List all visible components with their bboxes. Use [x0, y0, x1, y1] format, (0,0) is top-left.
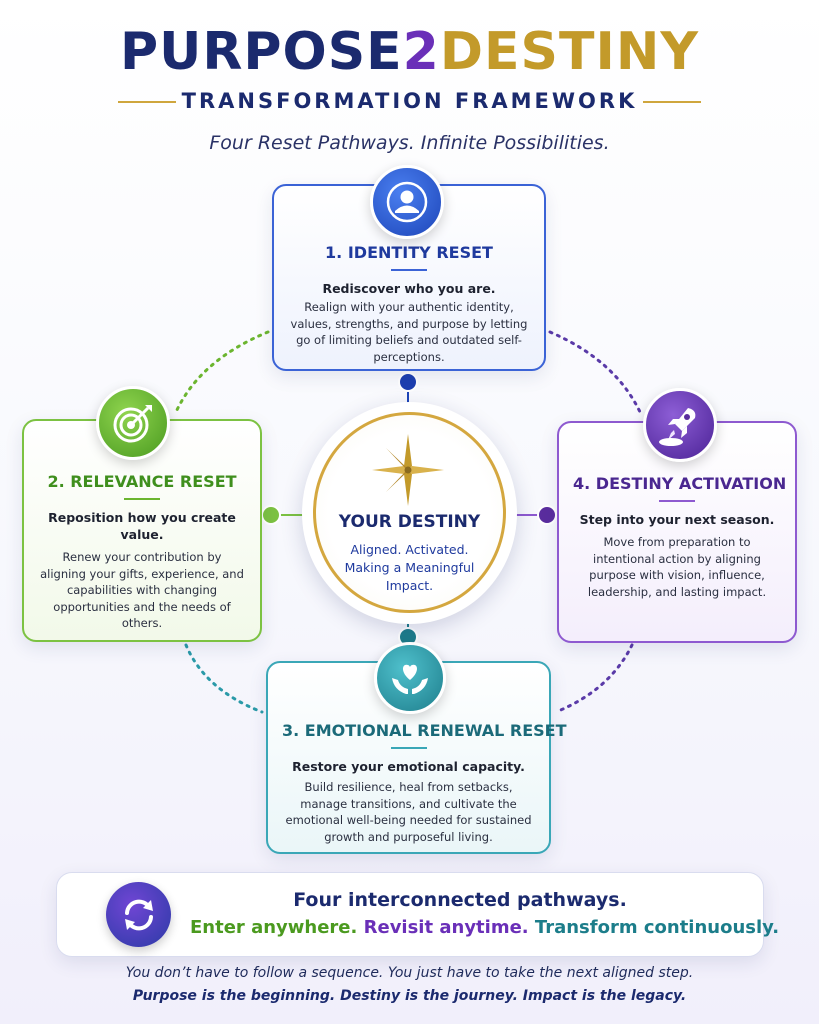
page-tagline: Four Reset Pathways. Infinite Possibilit…	[209, 132, 610, 154]
footer-line-2: Purpose is the beginning. Destiny is the…	[132, 988, 687, 1004]
card-lead: Rediscover who you are.	[322, 281, 496, 296]
banner-phrase-enter: Enter anywhere.	[190, 917, 358, 938]
compass-star-icon	[372, 434, 444, 506]
card-rule	[390, 747, 427, 749]
divider-left	[118, 101, 176, 103]
arc-relevance-to-emotional	[184, 643, 264, 714]
banner-phrases: Enter anywhere. Revisit anytime. Transfo…	[190, 917, 779, 938]
divider-right	[643, 101, 701, 103]
node-top	[398, 372, 418, 392]
card-rule	[124, 498, 160, 500]
heart-hands-icon	[374, 642, 446, 714]
title-purpose: PURPOSE	[120, 22, 403, 82]
node-left	[261, 505, 281, 525]
banner-phrase-transform: Transform continuously.	[534, 917, 780, 938]
footer-line-1: You don’t have to follow a sequence. You…	[125, 965, 694, 981]
target-icon	[96, 386, 170, 460]
page-title: PURPOSE2DESTINY	[0, 22, 819, 88]
rocket-icon	[643, 388, 717, 462]
center-gold-ring	[313, 412, 506, 613]
card-rule	[659, 500, 695, 502]
card-title: 1. IDENTITY RESET	[325, 243, 493, 262]
card-body: Realign with your authentic identity, va…	[290, 300, 528, 364]
center-title: YOUR DESTINY	[338, 512, 481, 532]
card-body: Renew your contribution by aligning your…	[40, 550, 244, 630]
cycle-arrows-icon	[106, 882, 171, 947]
page-subtitle: TRANSFORMATION FRAMEWORK	[181, 89, 638, 113]
card-body: Build resilience, heal from setbacks, ma…	[285, 780, 532, 844]
card-body: Move from preparation to intentional act…	[587, 535, 767, 599]
card-lead: Reposition how you create value.	[48, 510, 236, 542]
title-destiny: DESTINY	[439, 22, 699, 82]
bottom-banner	[56, 872, 764, 957]
card-title: 3. EMOTIONAL RENEWAL RESET	[282, 721, 567, 740]
banner-phrase-revisit: Revisit anytime.	[363, 917, 529, 938]
card-rule	[391, 269, 427, 271]
center-subtitle: Aligned. Activated. Making a Meaningful …	[344, 542, 475, 593]
card-lead: Step into your next season.	[579, 512, 775, 527]
banner-title: Four interconnected pathways.	[293, 889, 627, 911]
user-icon	[370, 165, 444, 239]
title-two: 2	[402, 22, 440, 82]
card-lead: Restore your emotional capacity.	[292, 759, 525, 774]
arc-identity-to-destiny	[548, 330, 642, 414]
node-right	[537, 505, 557, 525]
card-title: 2. RELEVANCE RESET	[47, 472, 237, 491]
arc-identity-to-relevance	[174, 330, 270, 414]
arc-destiny-to-emotional	[554, 643, 634, 714]
card-title: 4. DESTINY ACTIVATION	[573, 474, 787, 493]
